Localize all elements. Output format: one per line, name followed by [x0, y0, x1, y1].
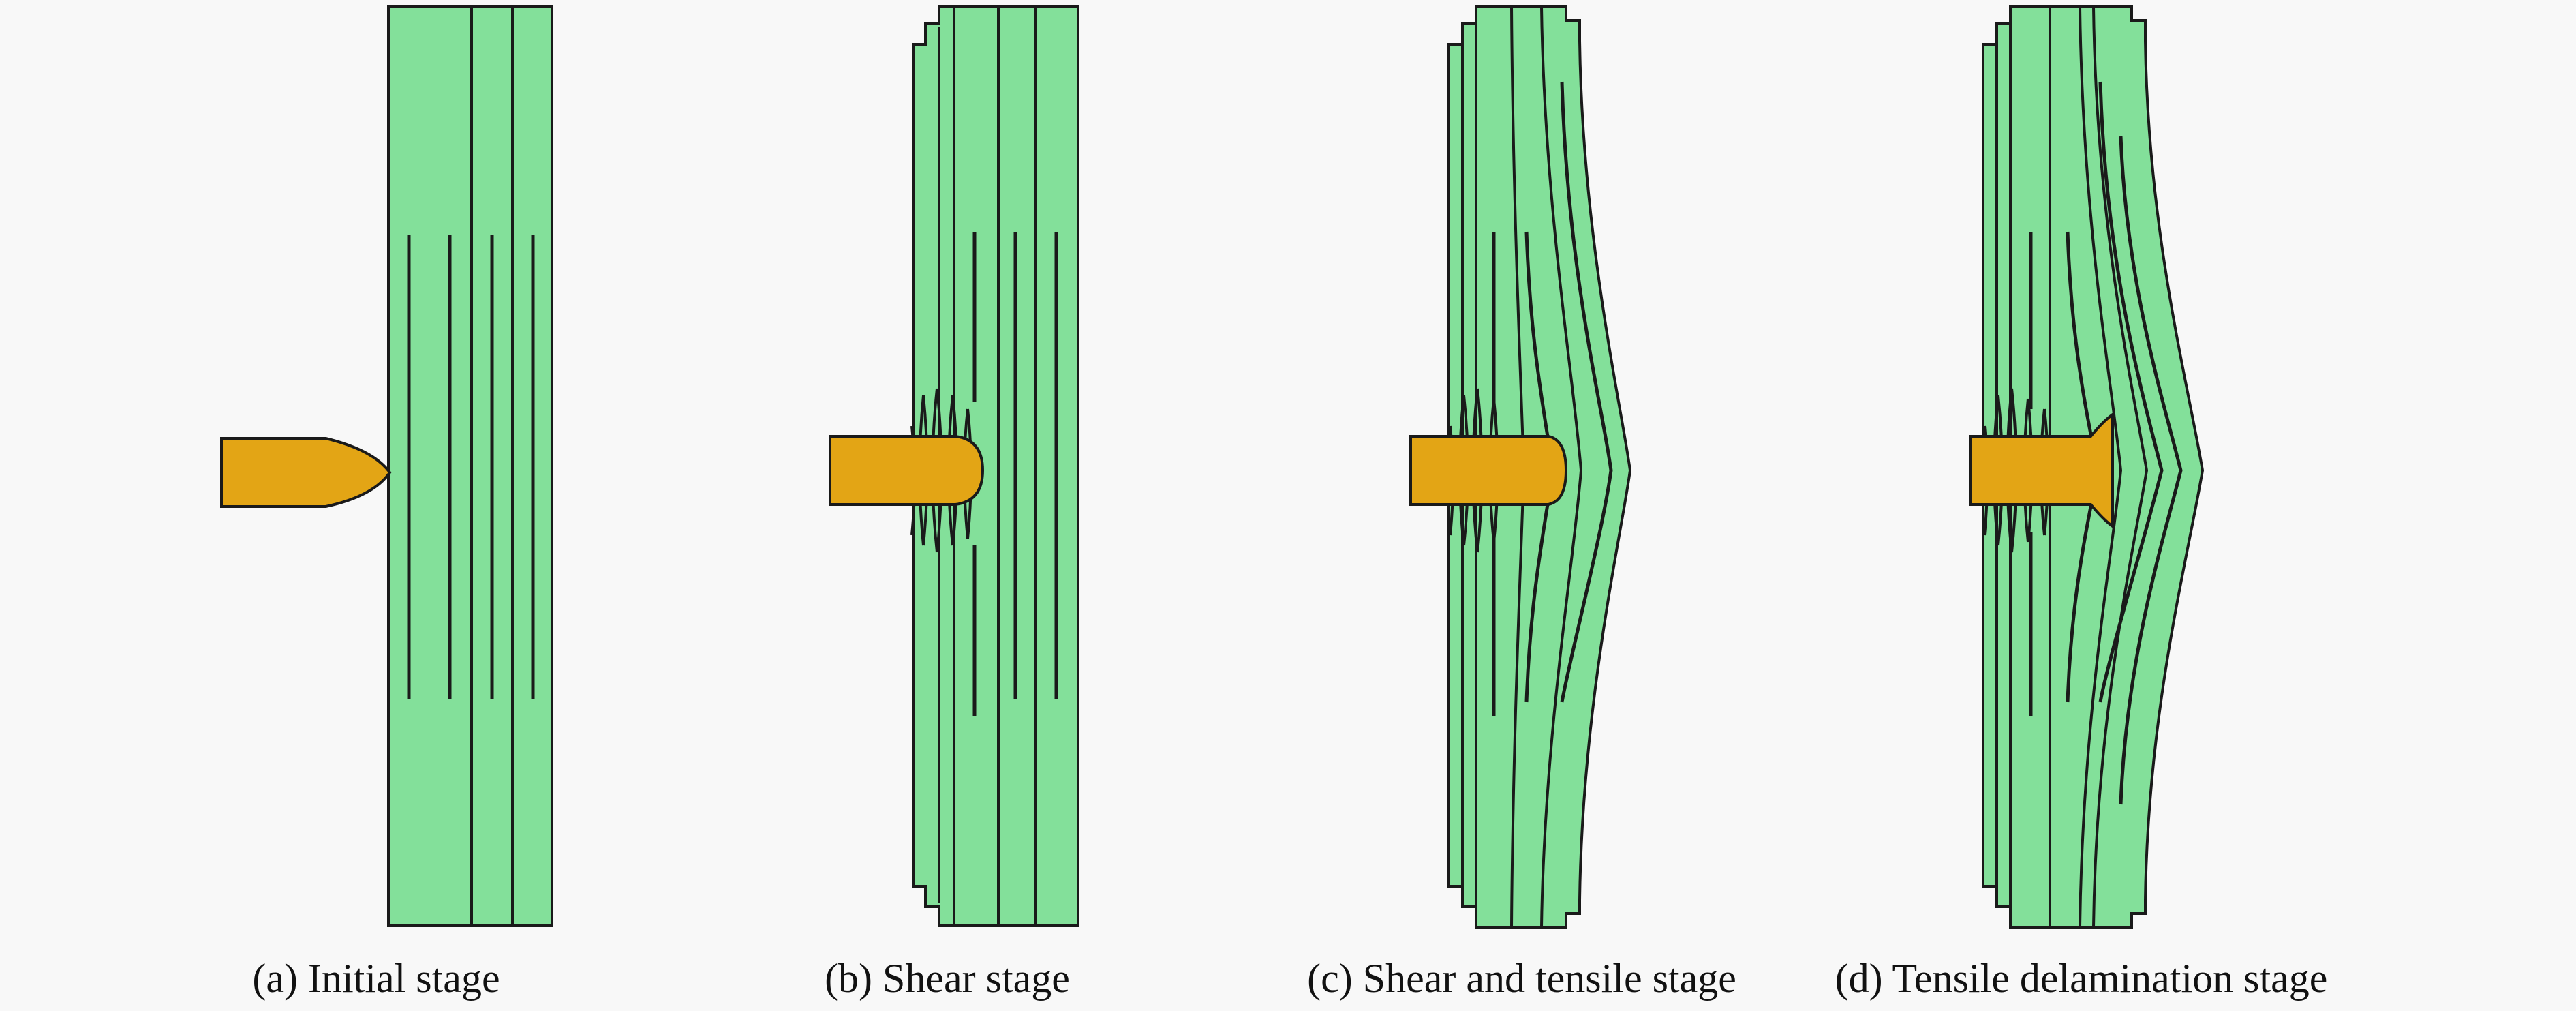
stage-d-caption: (d) Tensile delamination stage [1835, 956, 2328, 1001]
stage-c-illustration [1409, 5, 1632, 929]
stage-a-illustration [220, 5, 553, 927]
stage-b-illustration [829, 5, 1079, 927]
stage-a-projectile [220, 437, 392, 508]
stage-c-caption: (c) Shear and tensile stage [1307, 956, 1736, 1001]
stage-a-inner-cracks [407, 235, 535, 699]
stage-b-caption: (b) Shear stage [825, 956, 1070, 1001]
stage-d-ply-boundaries-bulged [2079, 6, 2149, 928]
stage-b-projectile [829, 435, 985, 506]
stage-d-delamination-cracks [2029, 81, 2183, 805]
stage-d-projectile [1969, 412, 2114, 529]
stage-b-inner-cracks [972, 232, 1058, 716]
stage-d-illustration [1969, 5, 2205, 929]
stage-c-projectile [1409, 435, 1568, 506]
stage-a-caption: (a) Initial stage [252, 956, 500, 1001]
